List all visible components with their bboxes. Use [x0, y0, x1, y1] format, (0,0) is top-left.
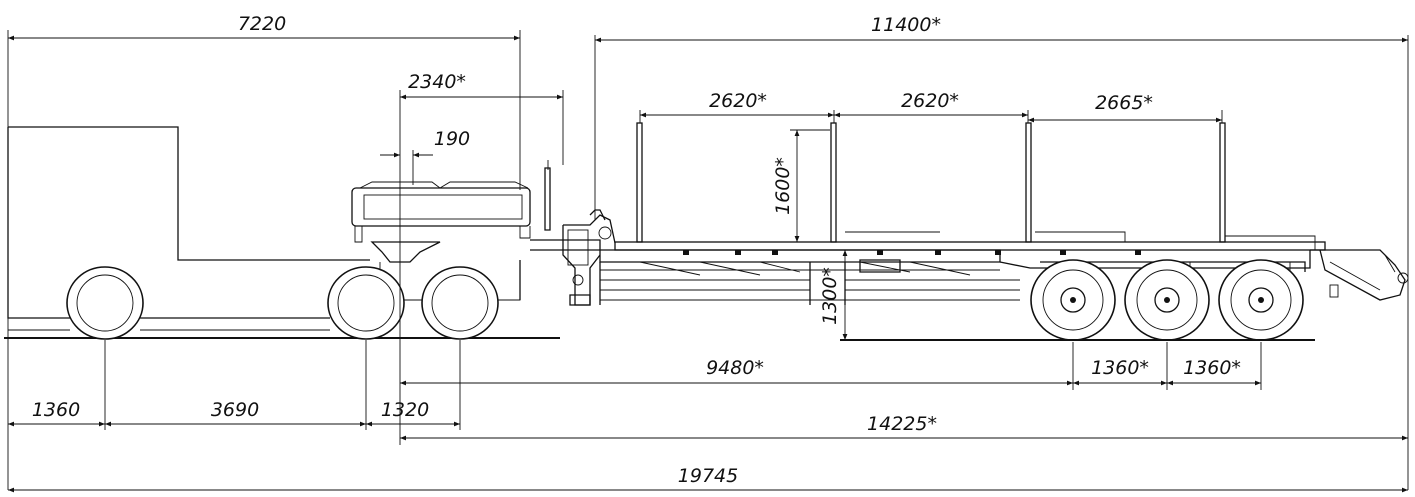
- label-tractor-length: 7220: [238, 13, 286, 35]
- label-fifth-wheel-span: 2340*: [408, 71, 466, 93]
- trailer-deck: [599, 231, 1326, 305]
- label-front-overhang: 1360: [32, 399, 80, 421]
- dimension-lines: [8, 35, 1408, 493]
- tractor: [4, 126, 601, 340]
- label-stake-spacing-3: 2665*: [1095, 92, 1153, 114]
- label-stake-height: 1600*: [772, 157, 794, 215]
- label-overall-length: 19745: [678, 465, 738, 487]
- tractor-cab-body: [7, 126, 370, 319]
- dimension-labels: 7220 11400* 2340* 190 2620* 2620* 2665* …: [32, 13, 1241, 487]
- semi-trailer: [562, 122, 1409, 341]
- side-stakes: [636, 122, 1226, 243]
- label-trailer-length: 11400*: [871, 14, 941, 36]
- gooseneck: [562, 209, 616, 306]
- label-tractor-axle-spacing: 1320: [381, 399, 429, 421]
- deck-cleats: [683, 250, 1141, 255]
- label-axle-spacing-1: 1360*: [1091, 357, 1149, 379]
- trailer-wheel-2: [1124, 259, 1210, 341]
- label-kingpin-offset: 190: [434, 128, 470, 150]
- label-axle-spacing-2: 1360*: [1183, 357, 1241, 379]
- label-deck-height: 1300*: [819, 267, 841, 325]
- label-trailer-total: 14225*: [867, 413, 937, 435]
- trailer-wheel-1: [1030, 259, 1116, 341]
- trailer-wheel-3: [1218, 259, 1304, 341]
- label-stake-spacing-1: 2620*: [709, 90, 767, 112]
- rear-ramp: [1310, 249, 1409, 301]
- tractor-front-wheel: [66, 266, 144, 340]
- label-trailer-wheelbase: 9480*: [706, 357, 764, 379]
- label-stake-spacing-2: 2620*: [901, 90, 959, 112]
- tractor-rear-wheel-2: [421, 266, 499, 340]
- tractor-rear-wheel-1: [327, 266, 405, 340]
- label-tractor-wheelbase: 3690: [211, 399, 259, 421]
